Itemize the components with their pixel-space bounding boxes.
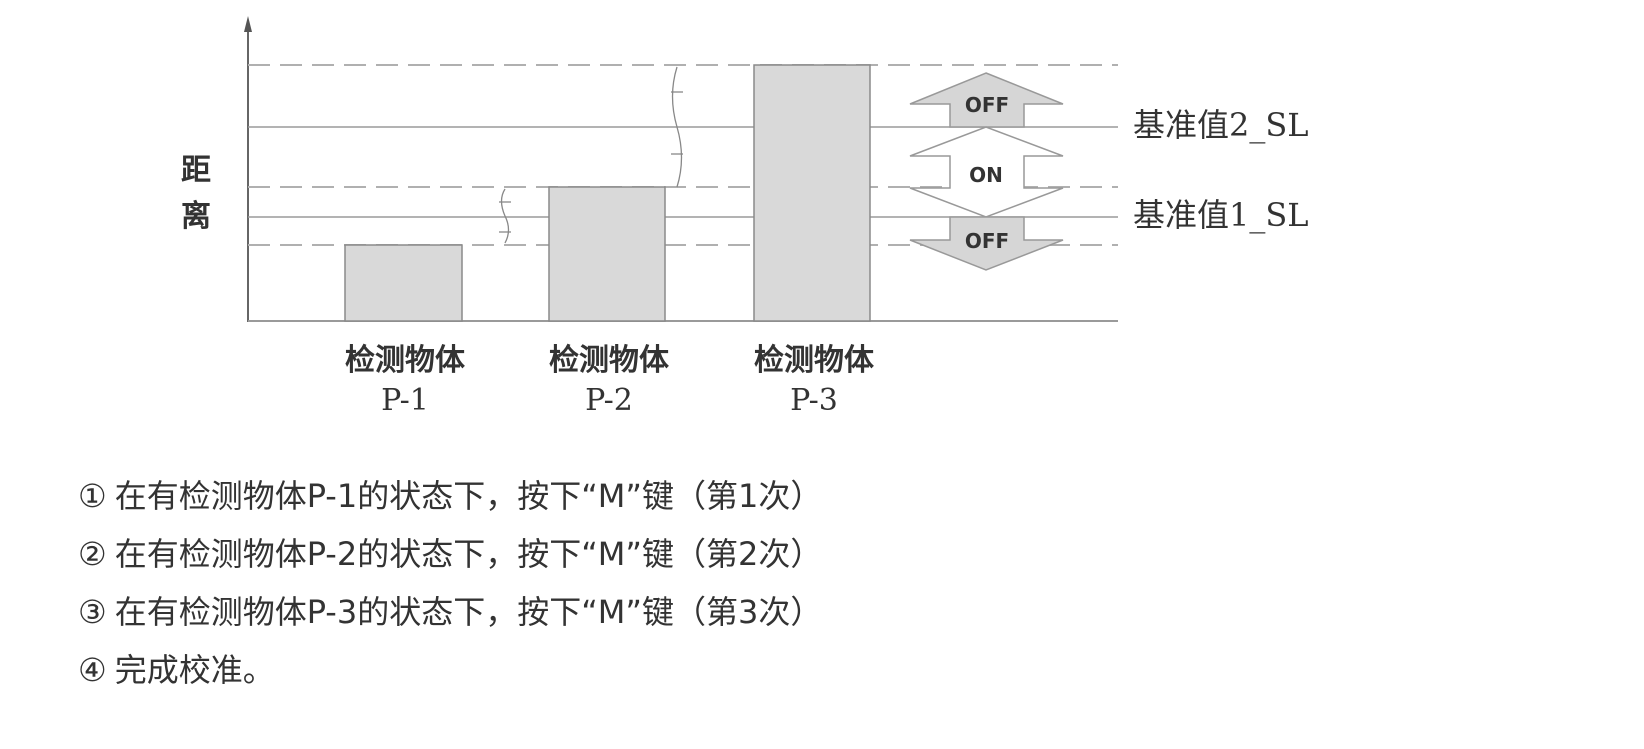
object-bar-p2 (548, 186, 666, 322)
step-number: ④ (78, 651, 107, 689)
step-text: 完成校准。 (114, 651, 275, 689)
off-arrow-top: OFF (909, 72, 1064, 128)
object-bar-p1 (344, 244, 463, 322)
step-text: 在有检测物体P-1的状态下，按下“M”键（第1次） (114, 477, 823, 515)
object-label-p3: 检测物体 (754, 343, 875, 378)
off-label-bottom: OFF (965, 229, 1009, 253)
object-label-p1: 检测物体 (345, 343, 466, 378)
y-axis-label-1: 距 (181, 153, 211, 188)
object-id-p2: P-2 (585, 383, 633, 418)
on-arrow: ON (909, 126, 1064, 218)
calibration-diagram: OFF ON OFF 距 离 基准值2_SL 基准值1_SL 检测物体 P-1 … (181, 16, 1309, 418)
step-number: ③ (78, 593, 107, 631)
reference-label-2: 基准值2_SL (1133, 106, 1309, 144)
y-axis-arrow-icon (244, 16, 252, 32)
object-id-p3: P-3 (790, 383, 838, 418)
step-number: ① (78, 477, 107, 515)
object-id-p1: P-1 (381, 383, 429, 418)
reference-label-1: 基准值1_SL (1133, 196, 1309, 234)
step-text: 在有检测物体P-2的状态下，按下“M”键（第2次） (114, 535, 823, 573)
object-label-p2: 检测物体 (549, 343, 670, 378)
on-label: ON (969, 163, 1003, 187)
y-axis-label-2: 离 (181, 199, 211, 234)
brace-p2-p3 (671, 66, 683, 188)
step-number: ② (78, 535, 107, 573)
off-label-top: OFF (965, 93, 1009, 117)
brace-p1-p2 (499, 188, 511, 244)
object-bar-p3 (753, 64, 871, 322)
step-text: 在有检测物体P-3的状态下，按下“M”键（第3次） (114, 593, 823, 631)
off-arrow-bottom: OFF (909, 216, 1064, 271)
